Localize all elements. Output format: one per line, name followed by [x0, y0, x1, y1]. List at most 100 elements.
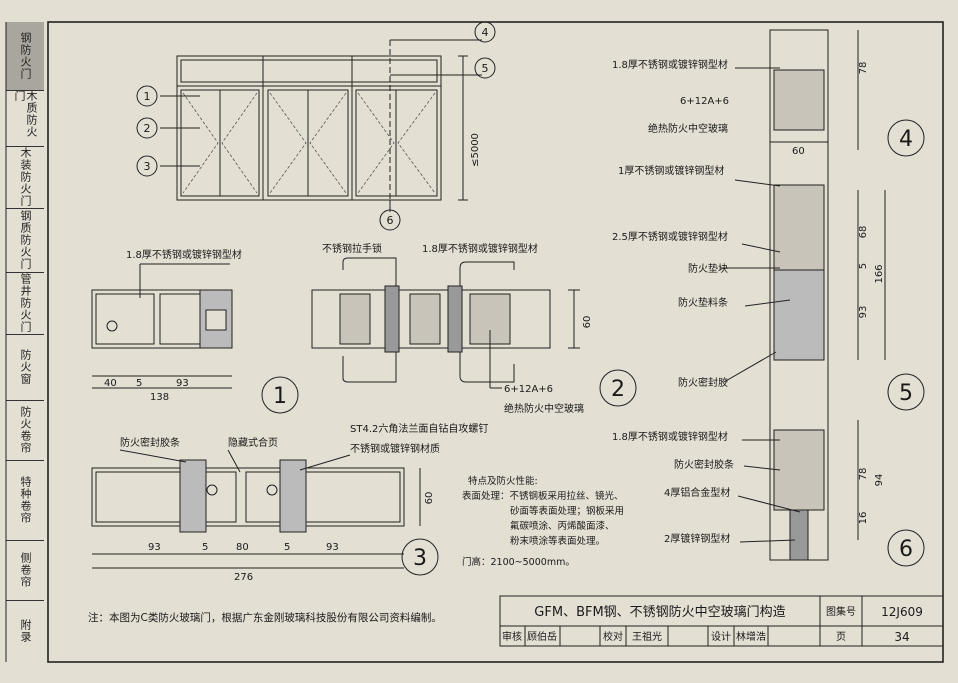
dim-text: 276: [234, 572, 253, 583]
drawing-title: GFM、BFM钢、不锈钢防火中空玻璃门构造: [534, 604, 785, 620]
section-alu-label: 4厚铝合金型材: [664, 486, 730, 499]
dim-text: 5: [136, 378, 142, 389]
section-sealant-label: 防火密封胶: [678, 376, 728, 389]
section-seal-strip-label: 防火密封胶条: [674, 458, 734, 471]
detail-3-hinge-label: 隐藏式合页: [228, 436, 278, 449]
callout-marker: [379, 209, 401, 231]
review-label: 审核: [502, 630, 522, 643]
callout-3: 3: [144, 160, 151, 173]
sidebar-item-label: 钢质防火门: [19, 210, 32, 270]
sidebar-item-special-shutter[interactable]: 特种卷帘: [6, 460, 44, 541]
callout-marker: [136, 85, 158, 107]
dim-text: 138: [150, 392, 169, 403]
dim-text: 60: [424, 492, 435, 505]
section-block-label: 防火垫块: [688, 262, 728, 275]
sidebar-item-wood-door[interactable]: 木质防火门: [6, 90, 44, 147]
dim-text: 16: [858, 512, 869, 525]
dim-text: 5: [202, 542, 208, 553]
reviewer-name: 顾伯岳: [527, 630, 557, 643]
sidebar-item-steel-fire-door[interactable]: 钢质防火门: [6, 208, 44, 273]
detail-1-section: [91, 263, 233, 389]
features-line: 门高：2100~5000mm。: [462, 556, 575, 568]
features-line: 粉末喷涂等表面处理。: [510, 535, 605, 547]
sidebar-item-label: 钢防火门: [19, 32, 32, 80]
detail-1-number: 1: [273, 384, 287, 409]
dim-text: 93: [326, 542, 339, 553]
section-strip-label: 防火垫料条: [678, 296, 728, 309]
dim-text: 94: [874, 474, 885, 487]
detail-marker: [401, 538, 439, 576]
section-galv-label: 2厚镀锌钢型材: [664, 532, 730, 545]
dim-text: 93: [858, 306, 869, 319]
features-line: 砂面等表面处理；钢板采用: [510, 505, 624, 517]
door-elevation: [160, 39, 482, 212]
callout-4: 4: [482, 26, 489, 39]
elevation-height-dim: ≤5000: [470, 133, 481, 167]
detail-marker: [887, 373, 925, 411]
sidebar-item-label: 木质防火门: [13, 90, 38, 138]
dim-text: 60: [792, 146, 805, 157]
detail-2-lock-label: 不锈钢拉手锁: [322, 242, 382, 255]
sheet-frame: [47, 21, 944, 663]
callout-1: 1: [144, 90, 151, 103]
features-title: 特点及防火性能:: [468, 475, 538, 487]
sidebar-item-label: 木装防火门: [19, 147, 32, 207]
dim-text: 78: [858, 468, 869, 481]
sidebar-item-appendix[interactable]: 附录: [6, 600, 44, 662]
detail-3-screw-label: ST4.2六角法兰面自钻自攻螺钉: [350, 422, 488, 435]
callout-marker: [474, 57, 496, 79]
detail-marker: [261, 376, 299, 414]
sidebar-item-fire-shutter[interactable]: 防火卷帘: [6, 400, 44, 461]
detail-6-number: 6: [899, 537, 913, 562]
detail-3-number: 3: [413, 546, 427, 571]
section-profile-1-label: 1厚不锈钢或镀锌钢型材: [618, 164, 724, 177]
check-label: 校对: [603, 630, 623, 643]
detail-3-material-label: 不锈钢或镀锌钢材质: [350, 442, 440, 455]
sidebar-item-label: 防火卷帘: [19, 406, 32, 454]
section-profile-18b-label: 1.8厚不锈钢或镀锌钢型材: [612, 430, 728, 443]
sidebar-item-fire-window[interactable]: 防火窗: [6, 334, 44, 401]
atlas-no: 12J609: [881, 605, 923, 619]
detail-2-glass-name: 绝热防火中空玻璃: [504, 402, 584, 415]
section-glass-spec: 6+12A+6: [680, 96, 729, 107]
designer-name: 林增浩: [736, 630, 766, 643]
sidebar-item-shaft-door[interactable]: 管井防火门: [6, 272, 44, 335]
dim-text: 80: [236, 542, 249, 553]
detail-2-glass-spec: 6+12A+6: [504, 384, 553, 395]
sidebar-item-label: 管井防火门: [19, 273, 32, 333]
callout-marker: [136, 117, 158, 139]
features-line: 表面处理：不锈钢板采用拉丝、镜光、: [462, 490, 624, 502]
detail-4-number: 4: [899, 127, 913, 152]
section-profile-25-label: 2.5厚不锈钢或镀锌钢型材: [612, 230, 728, 243]
callout-6: 6: [387, 214, 394, 227]
dim-text: 40: [104, 378, 117, 389]
dim-text: 68: [858, 226, 869, 239]
detail-5-number: 5: [899, 381, 913, 406]
dim-text: 93: [148, 542, 161, 553]
detail-1-profile-label: 1.8厚不锈钢或镀锌钢型材: [126, 248, 242, 261]
sidebar-item-label: 附录: [19, 619, 32, 643]
detail-2-number: 2: [611, 377, 625, 402]
sidebar-item-label: 侧卷帘: [19, 552, 32, 588]
callout-2: 2: [144, 122, 151, 135]
sidebar-item-label: 特种卷帘: [19, 476, 32, 524]
dim-text: 78: [858, 62, 869, 75]
sidebar-item-wood-clad-door[interactable]: 木装防火门: [6, 146, 44, 209]
dim-text: 5: [858, 263, 869, 269]
detail-3-seal-label: 防火密封胶条: [120, 436, 180, 449]
dim-text: 93: [176, 378, 189, 389]
detail-2-section: [311, 257, 580, 389]
dim-text: 166: [874, 264, 885, 283]
detail-3-section: [91, 449, 421, 569]
section-top-profile-label: 1.8厚不锈钢或镀锌钢型材: [612, 58, 728, 71]
dim-text: 60: [582, 316, 593, 329]
checker-name: 王祖光: [632, 630, 662, 643]
sidebar-item-side-shutter[interactable]: 侧卷帘: [6, 540, 44, 601]
sidebar-item-steel-door[interactable]: 钢防火门: [6, 22, 44, 91]
section-glass-name: 绝热防火中空玻璃: [648, 122, 728, 135]
features-line: 氟碳喷涂、丙烯酸面漆、: [510, 520, 615, 532]
atlas-no-label: 图集号: [826, 605, 856, 618]
detail-marker: [887, 119, 925, 157]
